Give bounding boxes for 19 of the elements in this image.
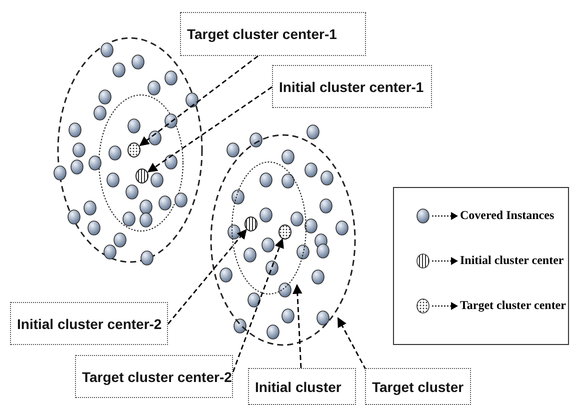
legend-text: Covered Instances (460, 208, 554, 223)
callout-label: Initial cluster center-1 (272, 65, 432, 108)
initial-center-marker (244, 216, 258, 232)
target-center-marker (128, 142, 140, 158)
legend-text: Initial cluster center (460, 253, 564, 268)
target-center-marker (278, 224, 292, 240)
leader-arrow (292, 284, 302, 368)
callout-label: Target cluster center-2 (75, 355, 233, 398)
leader-arrow (139, 55, 258, 146)
callout-label: Target cluster (365, 368, 471, 405)
callout-label: Initial cluster center-2 (10, 302, 168, 345)
initial-center-marker (136, 168, 148, 184)
leader-arrow (232, 238, 284, 372)
leader-arrow (167, 229, 247, 324)
callout-label: Initial cluster (248, 368, 356, 405)
leader-arrow (337, 317, 367, 370)
callout-label: Target cluster center-1 (180, 12, 366, 56)
leader-arrow (147, 86, 272, 172)
legend-text: Target cluster center (460, 298, 566, 313)
